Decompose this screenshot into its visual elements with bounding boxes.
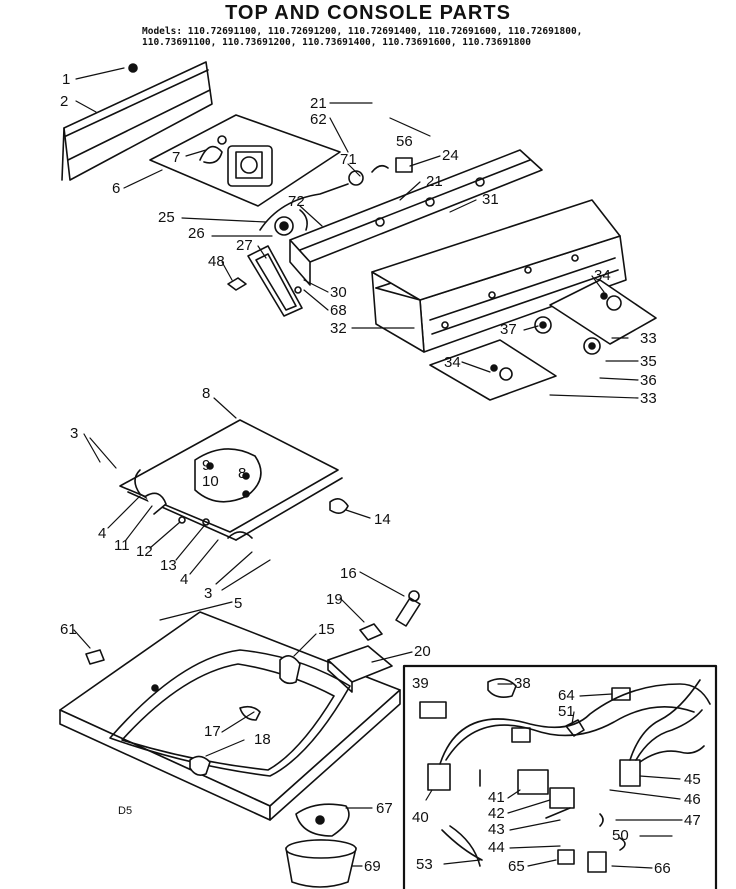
callout-11: 11 [114, 537, 130, 554]
washer-lid [119, 419, 349, 541]
lid-switch [327, 590, 421, 693]
leader-lines [73, 67, 683, 869]
agitator-cap [295, 803, 350, 837]
callout-34-lower: 34 [444, 354, 461, 371]
callout-36: 36 [640, 372, 657, 389]
callout-51: 51 [558, 703, 575, 720]
callout-53: 53 [416, 856, 433, 873]
callout-45: 45 [684, 771, 701, 788]
callout-26: 26 [188, 225, 205, 242]
knob-plate-lower [429, 339, 557, 401]
console-control-bracket [259, 149, 543, 286]
callout-9: 9 [202, 457, 210, 474]
callout-65: 65 [508, 858, 525, 875]
callout-7: 7 [172, 149, 180, 166]
callout-48: 48 [208, 253, 225, 270]
callout-33-upper: 33 [640, 330, 657, 347]
callout-6: 6 [112, 180, 120, 197]
callout-33-lower: 33 [640, 390, 657, 407]
callout-25: 25 [158, 209, 175, 226]
callout-43: 43 [488, 821, 505, 838]
callout-61: 61 [60, 621, 77, 638]
callout-4-lower: 4 [180, 571, 188, 588]
callout-41: 41 [488, 789, 505, 806]
callout-47: 47 [684, 812, 701, 829]
callout-56: 56 [396, 133, 413, 150]
callout-5: 5 [234, 595, 242, 612]
washer-top [59, 611, 401, 821]
callout-8-inner: 8 [238, 465, 246, 482]
callout-35: 35 [640, 353, 657, 370]
callout-14: 14 [374, 511, 391, 528]
callout-labels: 1 2 6 7 21 62 56 71 24 21 31 72 25 26 27… [60, 71, 701, 877]
callout-10: 10 [202, 473, 219, 490]
callout-30: 30 [330, 284, 347, 301]
knob-plate-upper [549, 279, 657, 345]
callout-3-lower: 3 [204, 585, 212, 602]
console-front-panel [371, 199, 627, 353]
callout-8-lid: 8 [202, 385, 210, 402]
callout-19: 19 [326, 591, 343, 608]
callout-27: 27 [236, 237, 253, 254]
callout-21-mid: 21 [426, 173, 443, 190]
console-knobs [534, 316, 601, 355]
callout-39: 39 [412, 675, 429, 692]
callout-2: 2 [60, 93, 68, 110]
callout-42: 42 [488, 805, 505, 822]
model-numbers-line-2: 110.73691100, 110.73691200, 110.73691400… [142, 37, 531, 48]
callout-1: 1 [62, 71, 70, 88]
callout-46: 46 [684, 791, 701, 808]
callout-68: 68 [330, 302, 347, 319]
callout-37: 37 [500, 321, 517, 338]
callout-40: 40 [412, 809, 429, 826]
callout-21-top: 21 [310, 95, 327, 112]
callout-69: 69 [364, 858, 381, 875]
callout-13: 13 [160, 557, 177, 574]
callout-12: 12 [136, 543, 153, 560]
callout-66: 66 [654, 860, 671, 877]
diagram-title: TOP AND CONSOLE PARTS [225, 2, 511, 24]
callout-15: 15 [318, 621, 335, 638]
lid-bumper [85, 649, 105, 665]
callout-31: 31 [482, 191, 499, 208]
corner-code: D5 [118, 805, 132, 817]
wiring-harness-box [402, 664, 718, 889]
callout-72: 72 [288, 193, 305, 210]
model-numbers: Models: 110.72691100, 110.72691200, 110.… [142, 26, 732, 48]
console-end-cap [227, 245, 303, 317]
callout-18: 18 [254, 731, 271, 748]
callout-71: 71 [340, 151, 357, 168]
console-back-panel [61, 61, 213, 181]
callout-32: 32 [330, 320, 347, 337]
callout-4-upper: 4 [98, 525, 106, 542]
callout-17: 17 [204, 723, 221, 740]
callout-34-upper: 34 [594, 267, 611, 284]
callout-3-upper: 3 [70, 425, 78, 442]
callout-20: 20 [414, 643, 431, 660]
callout-16: 16 [340, 565, 357, 582]
callout-64: 64 [558, 687, 575, 704]
callout-62: 62 [310, 111, 327, 128]
model-numbers-line-1: Models: 110.72691100, 110.72691200, 110.… [142, 26, 583, 37]
callout-50: 50 [612, 827, 629, 844]
callout-38: 38 [514, 675, 531, 692]
callout-67: 67 [376, 800, 393, 817]
fabric-softener-cup [285, 839, 357, 888]
callout-44: 44 [488, 839, 505, 856]
callout-24: 24 [442, 147, 459, 164]
